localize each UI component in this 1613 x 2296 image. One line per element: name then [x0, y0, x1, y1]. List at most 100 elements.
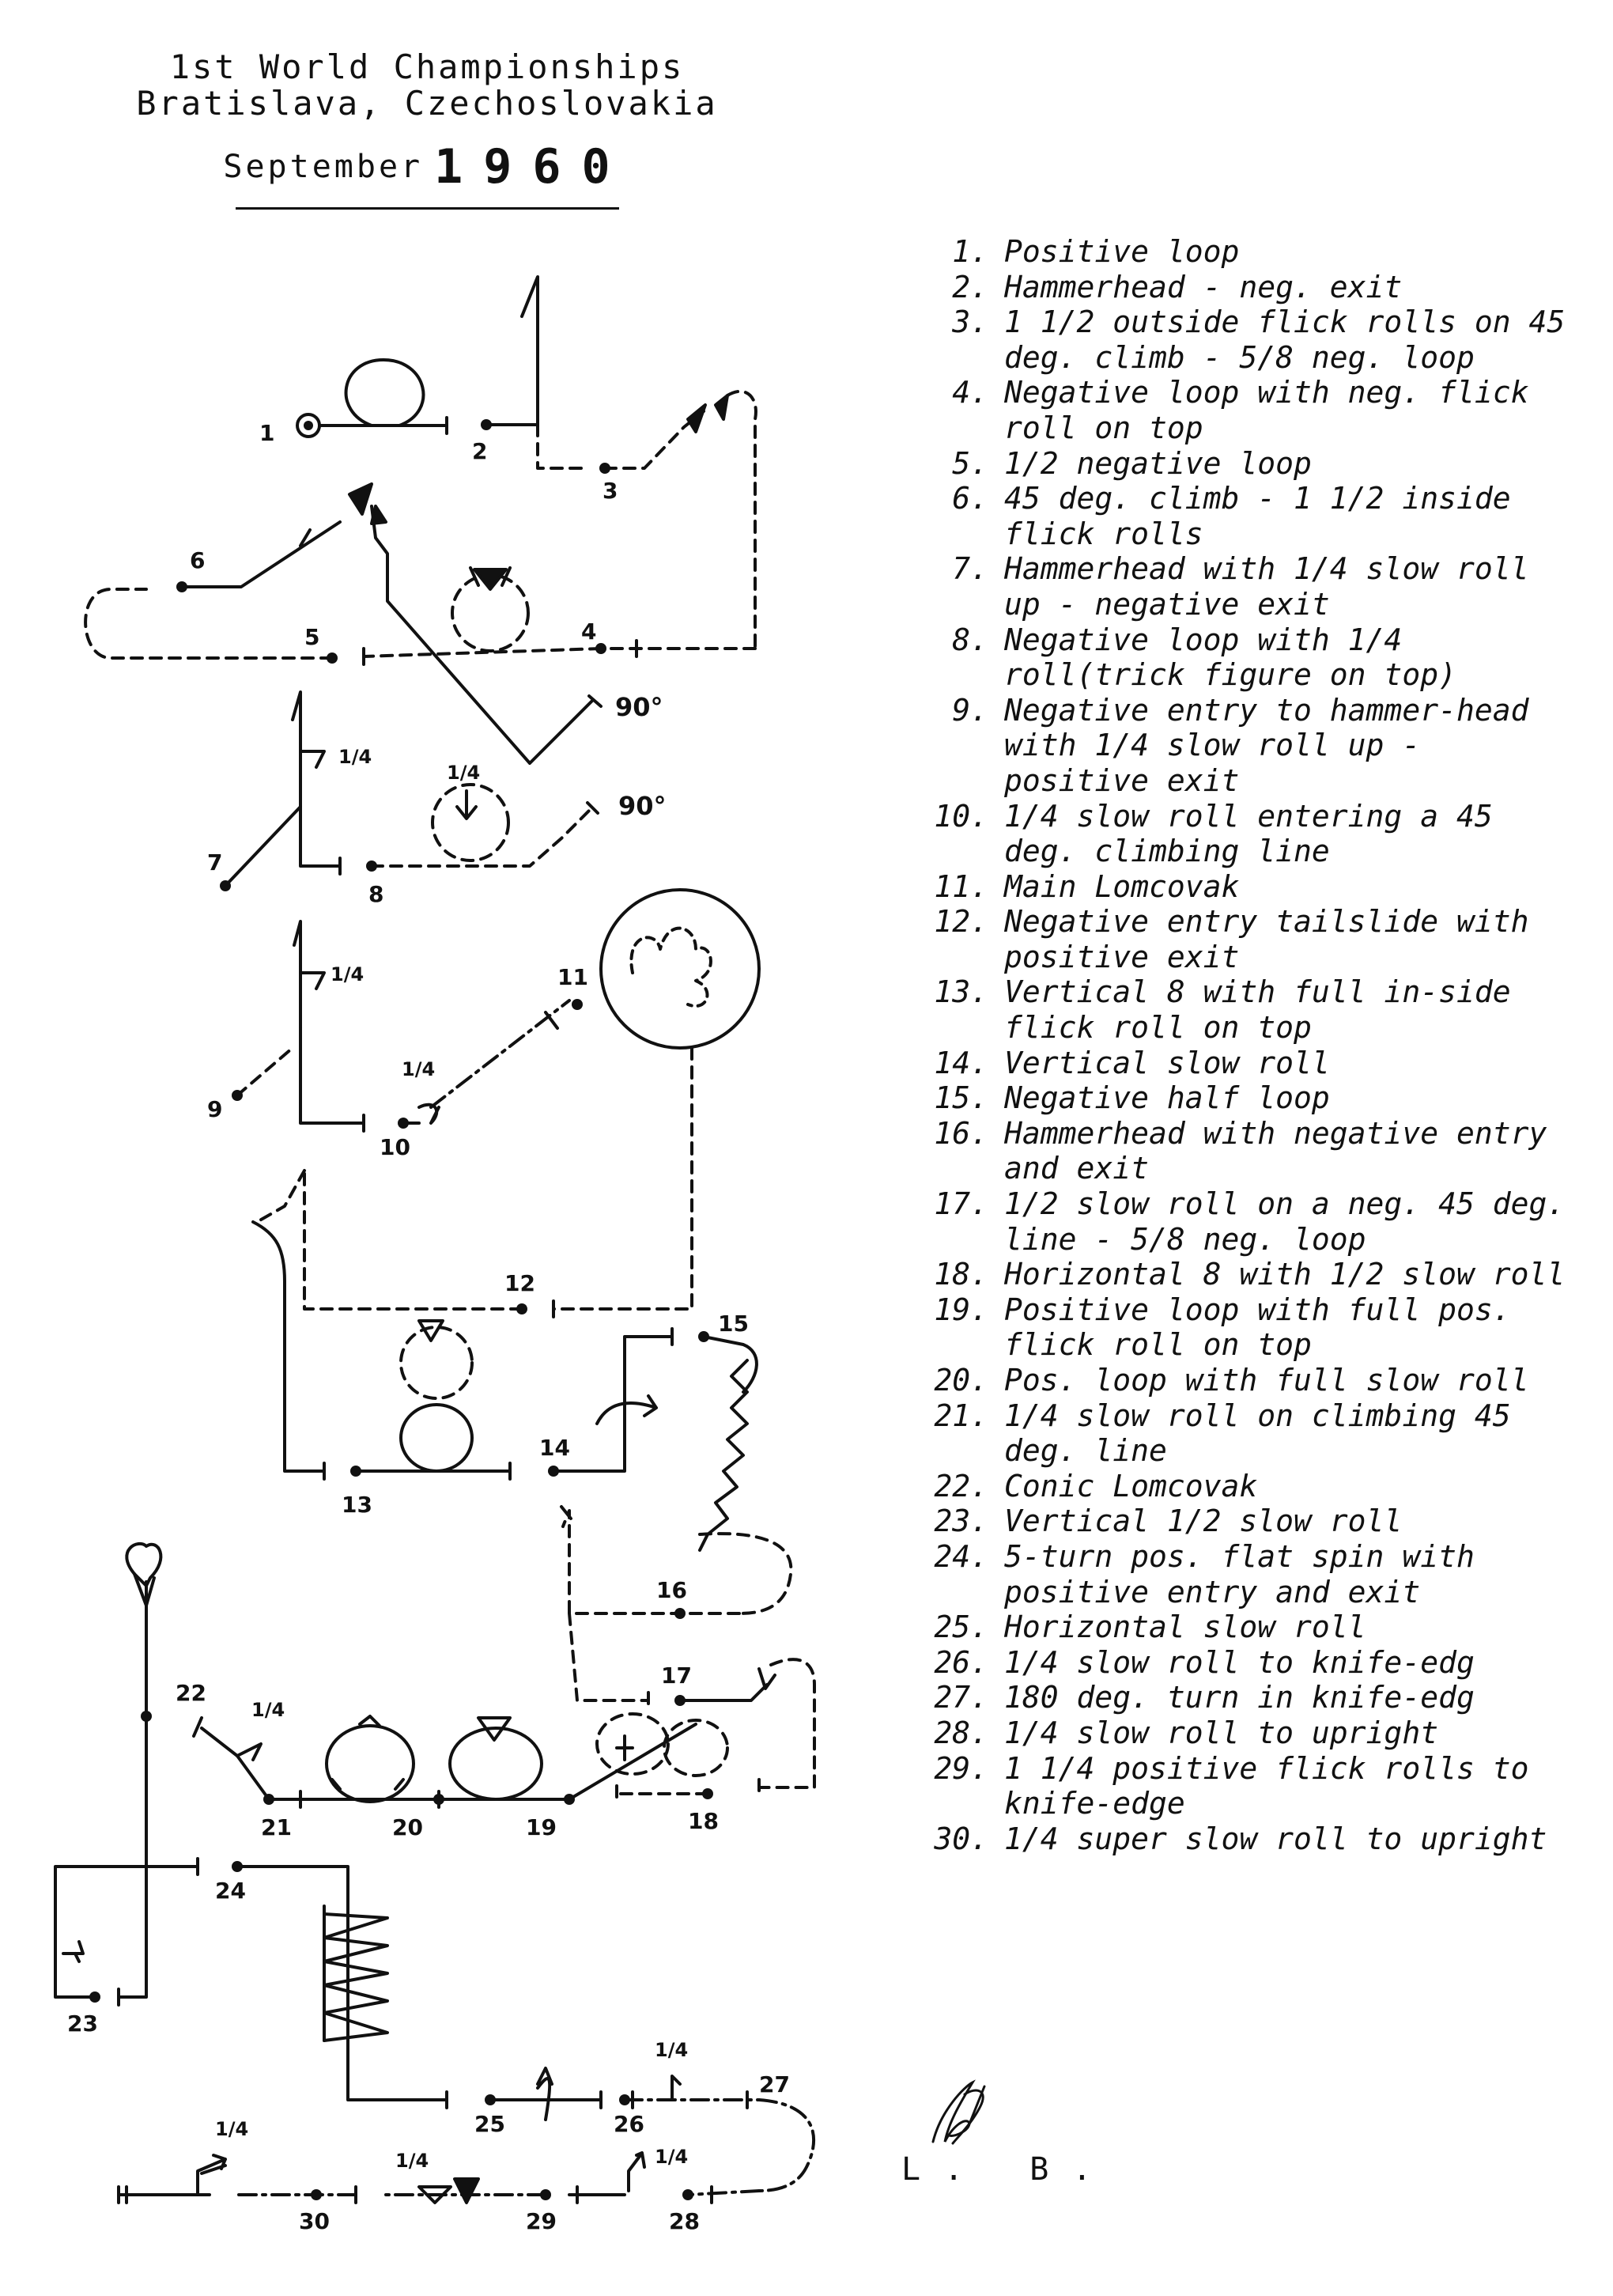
legend-item: 6. 45 deg. climb - 1 1/2 inside flick rol…: [886, 481, 1581, 551]
legend-text: Vertical 8 with full in-side flick roll …: [1004, 974, 1511, 1046]
roll-fraction-label: 1/4: [215, 2118, 248, 2140]
legend-item: 21.1/4 slow roll on climbing 45 deg. lin…: [886, 1398, 1581, 1469]
figure-25-horizontal-slow-roll: [489, 2067, 603, 2121]
legend-number: 1.: [952, 234, 988, 269]
figure-label: 7: [207, 849, 222, 876]
legend-number: 5.: [952, 445, 988, 481]
legend-text: Hammerhead - neg. exit: [1004, 269, 1403, 304]
figure-17-neg-45-roll: [678, 1658, 816, 1797]
legend-item: 2. Hammerhead - neg. exit: [886, 270, 1581, 305]
legend-number: 30.: [934, 1821, 988, 1856]
figure-label: 19: [526, 1814, 557, 1840]
title-line-2: Bratislava, Czechoslovakia: [136, 84, 718, 123]
roll-fraction-labels: 1/4 1/4 1/4 1/4 1/4 1/4 1/4 1/4 1/4: [215, 746, 688, 2172]
figure-label: 20: [392, 1814, 423, 1840]
legend-number: 13.: [934, 974, 988, 1010]
figure-4-negative-loop: [451, 566, 757, 658]
figure-label: 28: [669, 2208, 700, 2234]
figure-label: 26: [614, 2111, 644, 2137]
figure-11-lomcovak: [552, 888, 761, 1311]
figure-18-horizontal-8: [568, 1712, 729, 1803]
legend-number: 9.: [952, 692, 988, 728]
legend-number: 2.: [952, 269, 988, 304]
figure-label: 6: [190, 547, 205, 573]
legend-text: 1 1/4 positive flick rolls to knife-edge: [1004, 1750, 1529, 1821]
legend-item: 23.Vertical 1/2 slow roll: [886, 1504, 1581, 1539]
figure-label: 5: [304, 624, 319, 650]
legend-number: 16.: [934, 1115, 988, 1151]
legend-text: 1/4 super slow roll to upright: [1004, 1821, 1547, 1856]
legend-text: Negative loop with 1/4 roll(trick figure…: [1004, 622, 1456, 693]
legend-number: 3.: [952, 304, 988, 340]
legend-number: 26.: [934, 1644, 988, 1680]
legend-text: Main Lomcovak: [1004, 868, 1240, 904]
legend-number: 22.: [934, 1468, 988, 1504]
legend-text: Hammerhead with 1/4 slow roll up - negat…: [1004, 551, 1529, 622]
legend-item: 4. Negative loop with neg. flick roll on …: [886, 375, 1581, 445]
figure-label: 24: [215, 1878, 246, 1904]
legend-number: 10.: [934, 798, 988, 834]
legend-text: Hammerhead with negative entry and exit: [1004, 1115, 1547, 1186]
roll-fraction-label: 1/4: [655, 2039, 688, 2061]
figure-label: 12: [504, 1270, 535, 1296]
figure-24-flat-spin: [145, 1857, 448, 2109]
legend-item: 1. Positive loop: [886, 234, 1581, 270]
legend-number: 4.: [952, 375, 988, 410]
legend-item: 24.5-turn pos. flat spin with positive e…: [886, 1539, 1581, 1609]
angle-label: 90°: [615, 692, 663, 722]
legend-text: 45 deg. climb - 1 1/2 inside flick rolls: [1004, 481, 1511, 551]
figure-label: 23: [67, 2010, 98, 2037]
legend-text: Negative half loop: [1004, 1080, 1330, 1116]
legend-number: 23.: [934, 1504, 988, 1539]
legend-number: 14.: [934, 1045, 988, 1080]
date-year: 1960: [434, 139, 631, 195]
legend-item: 28.1/4 slow roll to upright: [886, 1715, 1581, 1751]
figure-label: 25: [474, 2111, 505, 2137]
roll-fraction-label: 1/4: [338, 746, 372, 768]
date-month: September: [223, 149, 424, 185]
legend-number: 20.: [934, 1363, 988, 1398]
legend-item: 30. 1/4 super slow roll to upright: [886, 1821, 1581, 1857]
date-line: September 1960: [127, 139, 727, 195]
legend-item: 8.Negative loop with 1/4 roll(trick figu…: [886, 622, 1581, 693]
figure-13-vertical-8: [354, 1319, 512, 1481]
legend-text: 1 1/2 outside flick rolls on 45 deg. cli…: [1004, 304, 1566, 375]
legend-item: 13. Vertical 8 with full in-side flick ro…: [886, 974, 1581, 1045]
figure-number-labels: 1 2 3 4 5 6 7 8 9 10 11 12 13 14 15 16 1…: [67, 420, 790, 2234]
figure-label: 2: [472, 438, 487, 464]
roll-fraction-label: 1/4: [331, 963, 364, 985]
legend-text: 1/4 slow roll to knife-edg: [1004, 1644, 1475, 1680]
figure-1-positive-loop: [296, 358, 448, 438]
figure-20-positive-loop-slow: [299, 1715, 440, 1809]
figure-label: 29: [526, 2208, 557, 2234]
legend-item: 3. 1 1/2 outside flick rolls on 45 deg. c…: [886, 304, 1581, 375]
figure-22-conic-lomcovak: [125, 1541, 163, 1718]
legend-text: Negative loop with neg. flick roll on to…: [1004, 375, 1529, 445]
legend-text: Conic Lomcovak: [1004, 1468, 1258, 1504]
figure-5-half-negative-loop: [84, 588, 603, 666]
legend-text: Positive loop: [1004, 234, 1240, 269]
legend-number: 6.: [952, 481, 988, 516]
figure-label: 4: [581, 618, 596, 645]
figure-28-upright-roll: [568, 2151, 761, 2204]
legend-number: 25.: [934, 1609, 988, 1645]
legend-text: Horizontal 8 with 1/2 slow roll: [1004, 1257, 1566, 1292]
figure-reference-points: [89, 419, 713, 2200]
legend-item: 25.Horizontal slow roll: [886, 1609, 1581, 1645]
legend-item: 15.Negative half loop: [886, 1080, 1581, 1116]
legend-text: 1/2 negative loop: [1004, 445, 1312, 481]
figure-label: 14: [539, 1435, 570, 1461]
figure-23-vertical-half-roll: [54, 1715, 148, 2007]
legend-text: 1/2 slow roll on a neg. 45 deg. line - 5…: [1004, 1186, 1566, 1257]
handwritten-signature-mark: [931, 2079, 986, 2145]
legend-text: Positive loop with full pos. flick roll …: [1004, 1292, 1511, 1363]
figure-26-27-knife-edge: [623, 2075, 816, 2192]
signature-initials: L. B.: [901, 2151, 1116, 2188]
figure-19-positive-loop-flick: [437, 1716, 571, 1809]
legend-number: 12.: [934, 904, 988, 940]
legend-item: 16. Hammerhead with negative entry and ex…: [886, 1116, 1581, 1186]
legend-text: 1/4 slow roll to upright: [1004, 1715, 1439, 1750]
legend-item: 7.Hammerhead with 1/4 slow roll up - neg…: [886, 551, 1581, 622]
figure-label: 8: [368, 881, 383, 907]
